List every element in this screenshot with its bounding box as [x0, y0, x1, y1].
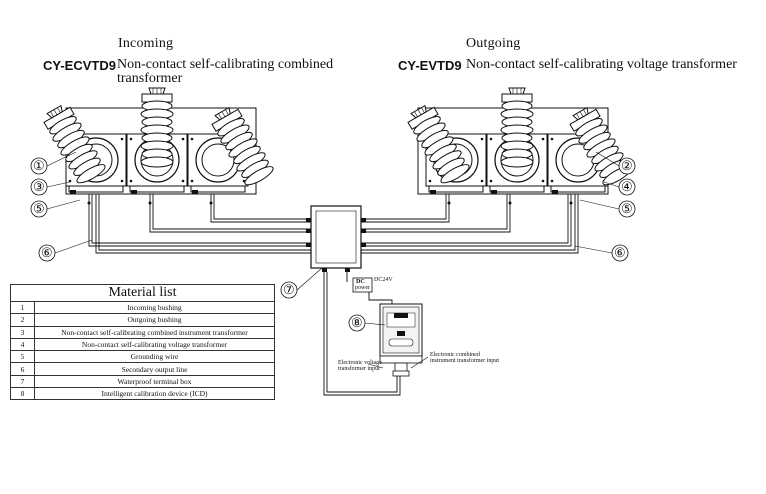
outgoing-model: CY-EVTD9 — [398, 58, 462, 73]
combined-input-line1: Electronic combined — [430, 352, 480, 358]
incoming-model: CY-ECVTD9 — [43, 58, 116, 73]
callout-1: ① — [33, 158, 45, 173]
row-item: Incoming bushing — [34, 300, 275, 315]
callout-7: ⑦ — [283, 282, 295, 297]
row-number: 3 — [10, 325, 35, 339]
dc-label-line1: DC — [356, 279, 365, 285]
row-item: Outgoing bushing — [34, 313, 275, 327]
callout-5-right: ⑤ — [621, 201, 633, 216]
dc-voltage-label: DC24V — [374, 277, 393, 283]
material-list-caption: Material list — [10, 284, 275, 302]
table-row: 8 Intelligent calibration device (ICD) — [10, 387, 275, 401]
row-item: Intelligent calibration device (ICD) — [34, 387, 275, 401]
table-row: 1 Incoming bushing — [10, 300, 275, 315]
row-number: 7 — [10, 374, 35, 389]
row-item: Secondary output line — [34, 362, 275, 376]
callout-8: ⑧ — [351, 315, 363, 330]
outgoing-heading: Outgoing — [466, 36, 521, 51]
combined-input-line2: instrument transformer input — [430, 358, 499, 364]
incoming-description-line1: Non-contact self-calibrating combined — [117, 57, 334, 72]
row-item: Waterproof terminal box — [34, 374, 275, 389]
table-row: 7 Waterproof terminal box — [10, 374, 275, 389]
callout-6-right: ⑥ — [614, 245, 626, 260]
row-item: Non-contact self-calibrating combined in… — [34, 325, 275, 339]
callout-4: ④ — [621, 179, 633, 194]
callout-2: ② — [621, 158, 633, 173]
table-row: 5 Grounding wire — [10, 350, 275, 364]
row-number: 8 — [10, 387, 35, 401]
row-item: Grounding wire — [34, 350, 275, 364]
callout-3: ③ — [33, 179, 45, 194]
table-row: 4 Non-contact self-calibrating voltage t… — [10, 337, 275, 352]
table-row: 2 Outgoing bushing — [10, 313, 275, 327]
dc-label-line2: power — [355, 285, 370, 291]
incoming-description-line2: transformer — [117, 71, 183, 86]
material-list-table: Material list 1 Incoming bushing 2 Outgo… — [10, 284, 275, 401]
outgoing-description: Non-contact self-calibrating voltage tra… — [466, 57, 737, 72]
table-row: 3 Non-contact self-calibrating combined … — [10, 325, 275, 339]
row-number: 5 — [10, 350, 35, 364]
row-number: 2 — [10, 313, 35, 327]
callout-5: ⑤ — [33, 201, 45, 216]
row-number: 1 — [10, 300, 35, 315]
incoming-heading: Incoming — [118, 36, 174, 51]
row-number: 4 — [10, 337, 35, 352]
voltage-input-line2: transformer input — [338, 366, 380, 372]
row-number: 6 — [10, 362, 35, 376]
table-row: 6 Secondary output line — [10, 362, 275, 376]
callout-6: ⑥ — [41, 245, 53, 260]
row-item: Non-contact self-calibrating voltage tra… — [34, 337, 275, 352]
voltage-input-line1: Electronic voltage — [338, 360, 382, 366]
